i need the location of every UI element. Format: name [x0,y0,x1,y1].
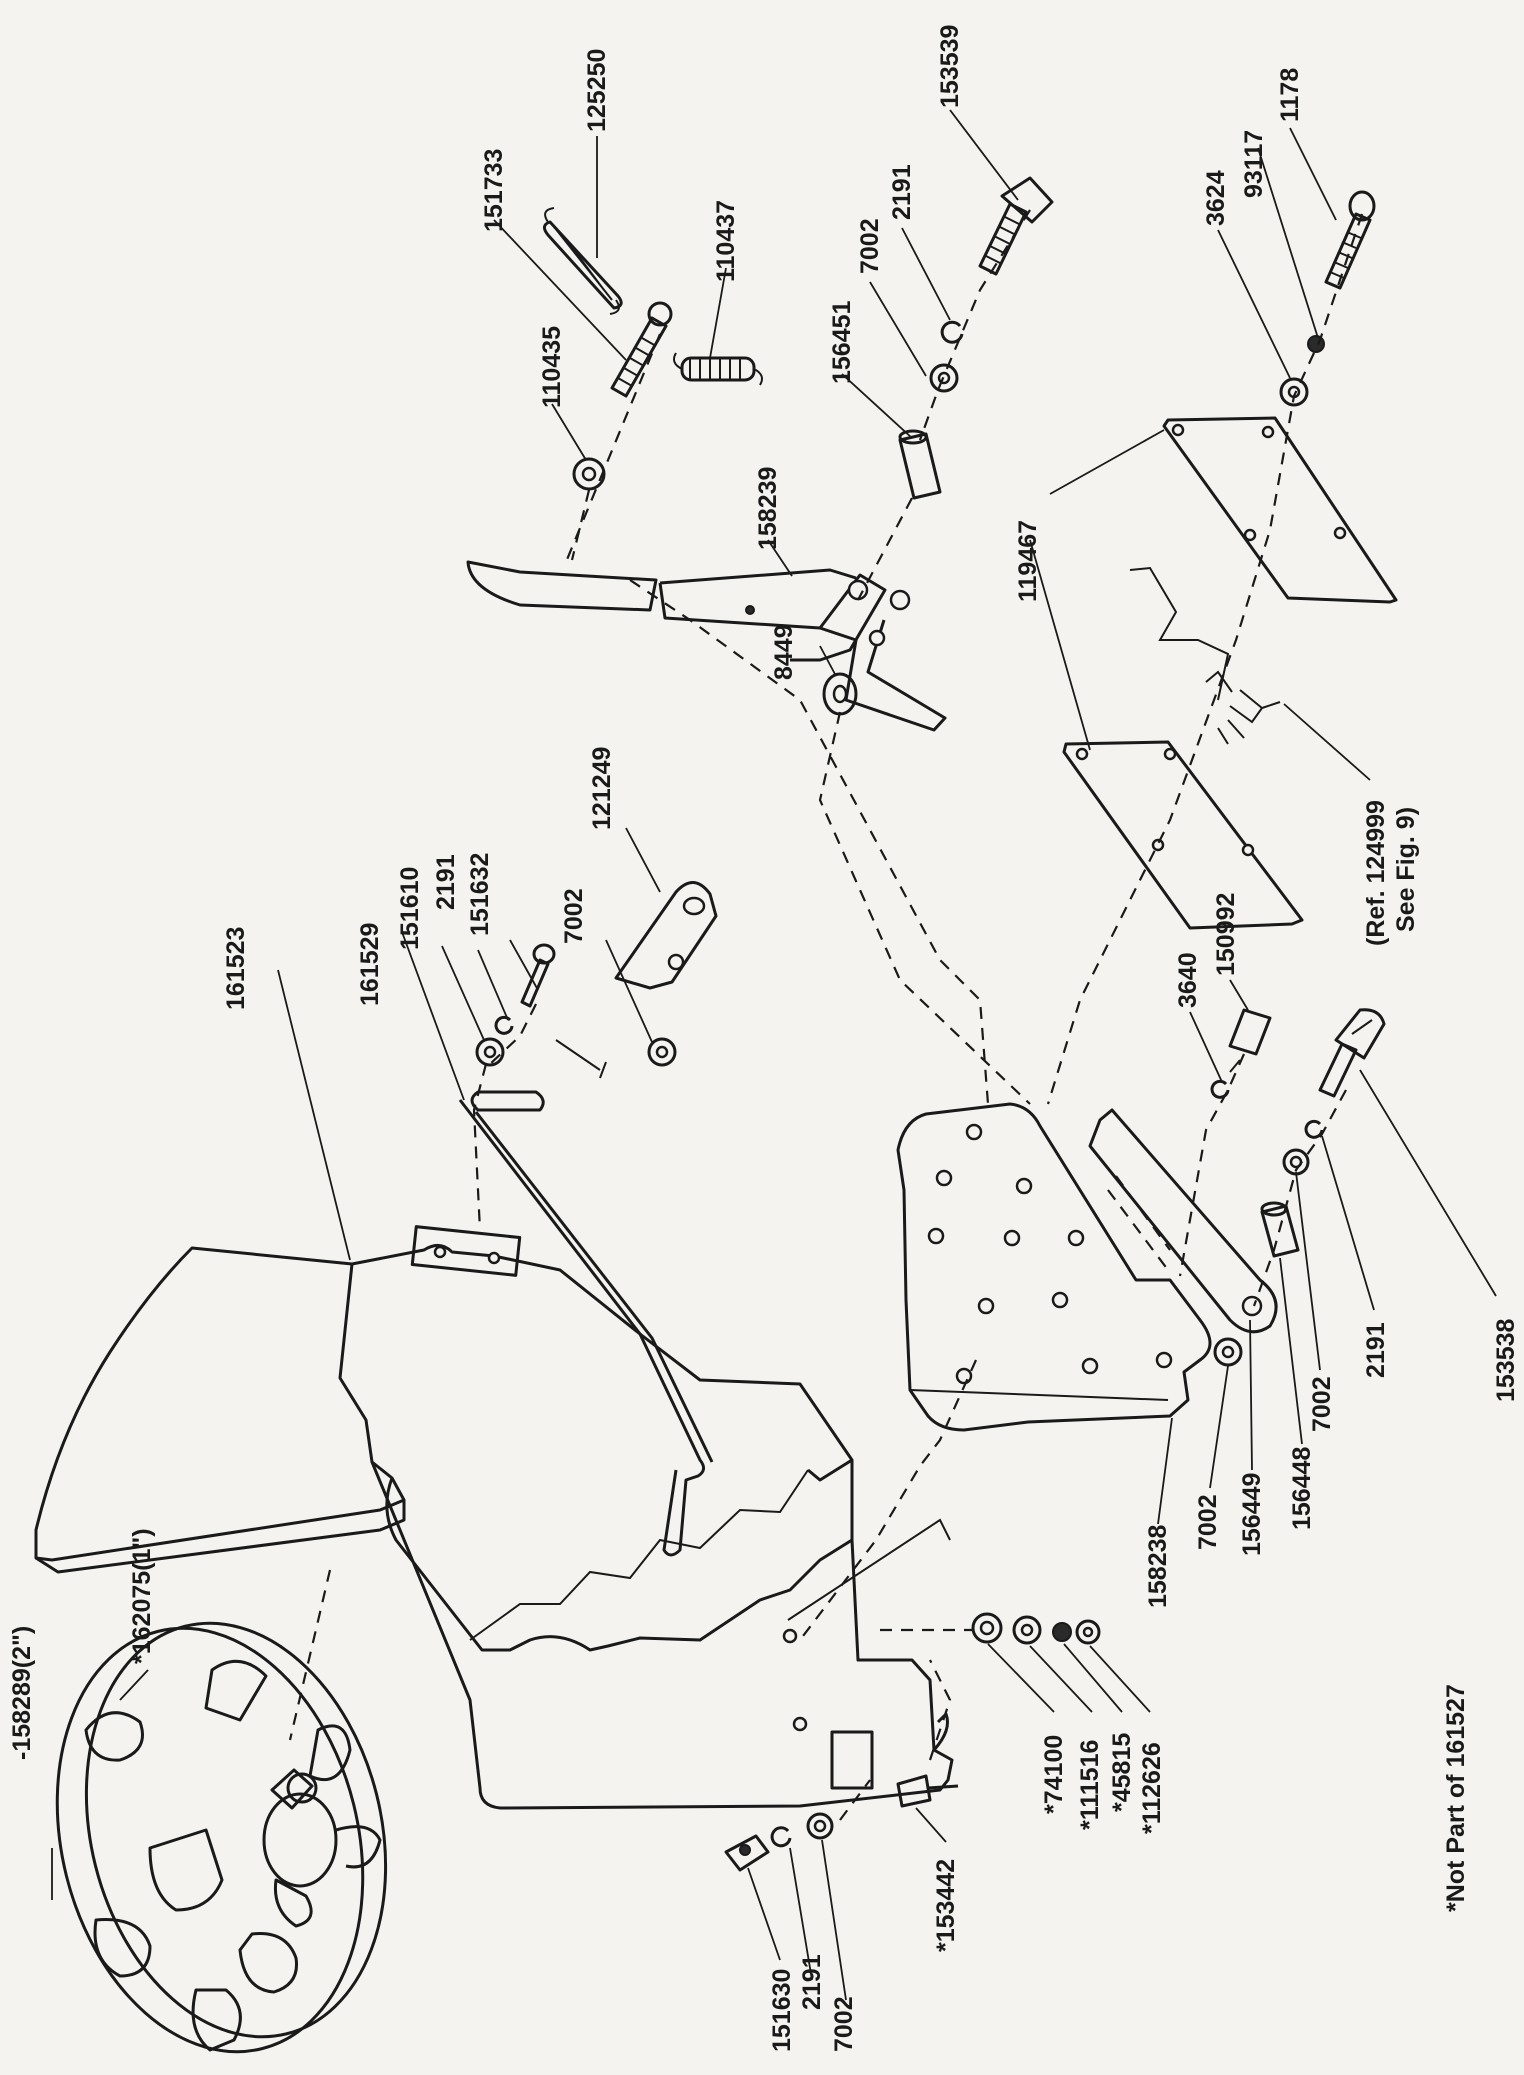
leader-lines [51,109,1497,2001]
link-arm-156449 [1088,1108,1278,1367]
reel-158289 [55,1621,388,2054]
label-45815: *45815 [1108,1733,1136,1812]
screw-151630 [724,1834,770,1872]
screw-1178 [1324,190,1376,290]
lockwasher-2191-mid [494,1015,514,1035]
washer-3624 [1279,377,1309,407]
plate-119467-lower [1062,740,1304,930]
label-110435: 110435 [538,326,566,408]
label-ref-124999: (Ref. 124999 [1362,800,1390,946]
label-1178: 1178 [1276,68,1304,122]
label-see-fig-9: See Fig. 9) [1392,807,1420,932]
label-111516: *111516 [1076,1740,1104,1830]
label-161529: 161529 [356,923,384,1006]
washer-151610 [475,1037,505,1067]
pointer-tick-guard [787,1518,951,1621]
washer-74100 [971,1612,1003,1644]
spring-125250 [543,207,623,315]
stud-150992 [1228,1008,1272,1073]
label-7002-mid: 7002 [560,888,588,944]
label-158238: 158238 [1144,1524,1172,1608]
label-151733: 151733 [480,149,508,232]
label-161523: 161523 [222,927,250,1010]
label-3624: 3624 [1202,170,1230,226]
label-156449: 156449 [1238,1473,1266,1556]
bracket-plate-158238 [896,1102,1212,1432]
label-7002-bl: 7002 [830,1996,858,2052]
label-74100: *74100 [1040,1735,1068,1814]
label-7002-top: 7002 [856,218,884,274]
washer-7002-bl [806,1812,834,1840]
label-2191-top: 2191 [888,164,916,220]
washer-110435 [572,457,606,491]
label-125250: 125250 [583,49,611,132]
screw-153442 [896,1774,959,1808]
label-119467: 119467 [1014,520,1042,602]
label-93117: 93117 [1240,130,1268,198]
label-156451: 156451 [828,300,856,384]
label-153539: 153539 [936,25,964,108]
label-150992: 150992 [1212,893,1240,976]
label-3640: 3640 [1174,952,1202,1008]
rod-161529 [458,1090,714,1557]
label-7002-r: 7002 [1308,1376,1336,1432]
label-151630: 151630 [768,1969,796,2052]
washer-8449 [822,672,858,716]
lockwasher-45815 [1052,1622,1072,1642]
label-2191-mid: 2191 [432,854,460,910]
bushing-156451 [898,429,942,500]
assembly-lines [288,209,1364,1821]
lockwasher-2191-bl [770,1826,792,1848]
screw-151632 [520,943,556,1008]
label-8449: 8449 [770,624,798,680]
screw-153538 [1318,1008,1386,1098]
label-2191-r: 2191 [1362,1322,1390,1378]
label-151610: 151610 [396,867,424,950]
nut-112626 [1075,1619,1101,1645]
label-110437: 110437 [712,200,740,282]
clip-121249 [614,881,718,990]
label-2191-bl: 2191 [798,1954,826,2010]
washer-111516 [1012,1615,1042,1645]
label-151632: 151632 [466,853,494,936]
label-7002-r2: 7002 [1194,1494,1222,1550]
label-153538: 153538 [1492,1318,1520,1402]
lockwasher-2191-r [1304,1119,1324,1139]
label-121249: 121249 [588,747,616,830]
pointer-tick-mid [555,1039,607,1079]
label-158239: 158239 [754,467,782,550]
label-112626: *112626 [1138,1742,1166,1834]
label-153442: *153442 [932,1859,960,1952]
washer-7002-mid [647,1037,677,1067]
screw-151733 [610,301,673,398]
latch-ref-124999 [1129,566,1281,745]
label-158289: -158289(2") [8,1626,36,1760]
screw-153539 [978,176,1054,276]
label-156448: 156448 [1288,1446,1316,1530]
guard-plate-161523 [34,1225,954,1810]
plate-119467-upper [1162,416,1398,604]
footnote-not-part: *Not Part of 161527 [1442,1684,1470,1912]
spring-110437 [673,352,763,386]
lever-158239 [466,560,947,732]
label-162075: *162075(1") [128,1528,156,1664]
part-labels: 125250 153539 151733 110437 2191 7002 15… [8,25,1520,2052]
